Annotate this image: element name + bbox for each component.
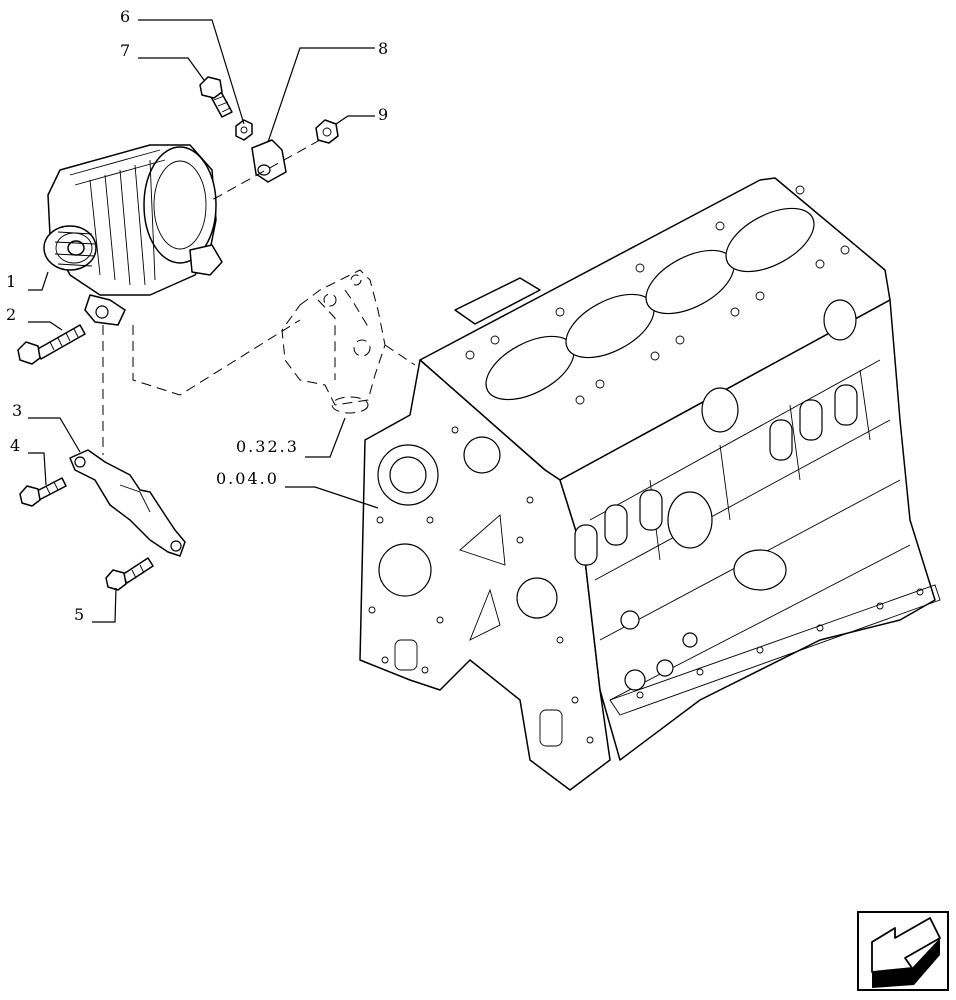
callout-4: 4 — [10, 436, 22, 455]
bolt-7 — [199, 76, 233, 118]
bolt-5 — [105, 557, 154, 591]
callout-2: 2 — [6, 305, 18, 324]
engine-block — [359, 177, 941, 791]
bolt-4 — [19, 477, 67, 507]
callout-ref-engine-block: 0.04.0 — [216, 469, 279, 488]
water-pump-reference — [281, 269, 416, 414]
nut-6 — [235, 119, 253, 141]
spacer-8 — [251, 139, 287, 183]
callout-9: 9 — [378, 105, 390, 124]
callout-ref-water-pump: 0.32.3 — [236, 437, 299, 456]
leader-lines — [28, 19, 379, 623]
nut-9 — [315, 119, 339, 144]
callout-3: 3 — [12, 401, 24, 420]
assembly-lines — [102, 139, 321, 455]
bolt-2 — [17, 324, 86, 365]
callout-8: 8 — [378, 39, 390, 58]
next-page-arrow-icon[interactable] — [857, 911, 949, 991]
callout-5: 5 — [74, 605, 86, 624]
callout-6: 6 — [120, 7, 132, 26]
callout-7: 7 — [120, 41, 132, 60]
alternator — [43, 144, 223, 326]
callout-1: 1 — [6, 272, 18, 291]
bracket-3 — [69, 449, 186, 557]
